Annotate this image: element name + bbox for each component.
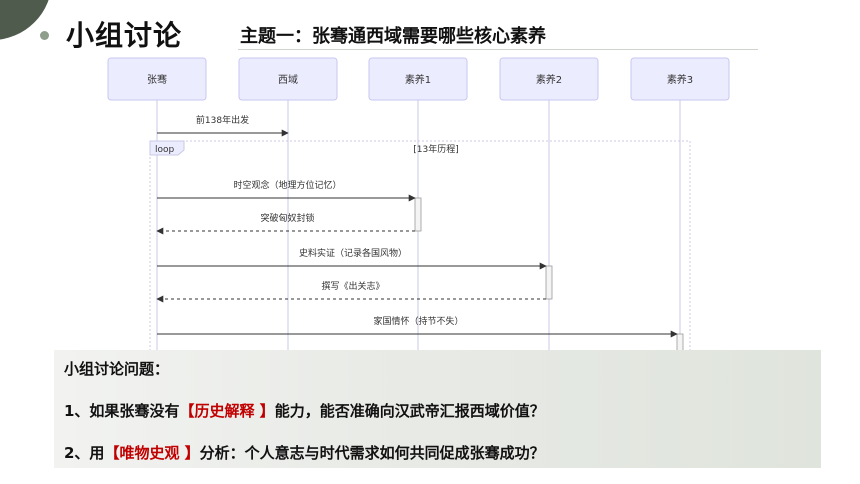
question-1-suffix: 能力，能否准确向汉武帝汇报西域价值？	[274, 402, 545, 420]
question-1-highlight: 【历史解释 】	[179, 402, 275, 420]
question-2-suffix: 分析：个人意志与时代需求如何共同促成张骞成功？	[199, 444, 545, 462]
participant-box-2	[368, 57, 468, 101]
loop-tab	[149, 140, 185, 156]
participant-label-0: 张骞	[147, 73, 167, 86]
header-divider	[238, 49, 758, 50]
discussion-heading: 小组讨论问题：	[64, 360, 170, 378]
slide-subtitle: 主题一：张骞通西域需要哪些核心素养	[240, 26, 546, 47]
slide-title: 小组讨论	[66, 19, 183, 52]
question-2-highlight: 【唯物史观 】	[104, 444, 200, 462]
question-1: 1、如果张骞没有【历史解释 】能力，能否准确向汉武帝汇报西域价值？	[64, 400, 545, 421]
question-2-prefix: 2、用	[64, 444, 105, 462]
discussion-panel: 小组讨论问题： 1、如果张骞没有【历史解释 】能力，能否准确向汉武帝汇报西域价值…	[54, 350, 821, 468]
message-label-0: 前138年出发	[196, 114, 249, 126]
title-bullet	[40, 31, 49, 40]
participant-label-1: 西域	[278, 73, 298, 86]
participant-label-2: 素养1	[405, 73, 431, 86]
participant-box-1	[238, 57, 338, 101]
message-label-4: 撰写《出关志》	[321, 280, 384, 292]
loop-label: [13年历程]	[413, 143, 458, 155]
participant-label-3: 素养2	[536, 73, 562, 86]
message-label-1: 时空观念（地理方位记忆）	[233, 179, 341, 191]
activation-bar-2	[414, 197, 422, 232]
loop-keyword: loop	[155, 145, 175, 155]
message-label-2: 突破匈奴封锁	[260, 212, 314, 224]
message-label-3: 史料实证（记录各国风物）	[299, 247, 407, 259]
message-label-5: 家国情怀（持节不失）	[373, 315, 463, 327]
participant-label-4: 素养3	[667, 73, 693, 86]
question-1-prefix: 1、如果张骞没有	[64, 402, 180, 420]
question-2: 2、用【唯物史观 】分析：个人意志与时代需求如何共同促成张骞成功？	[64, 442, 545, 463]
participant-box-3	[499, 57, 599, 101]
participant-box-4	[630, 57, 730, 101]
activation-bar-3	[545, 265, 553, 300]
participant-box-0	[107, 57, 207, 101]
